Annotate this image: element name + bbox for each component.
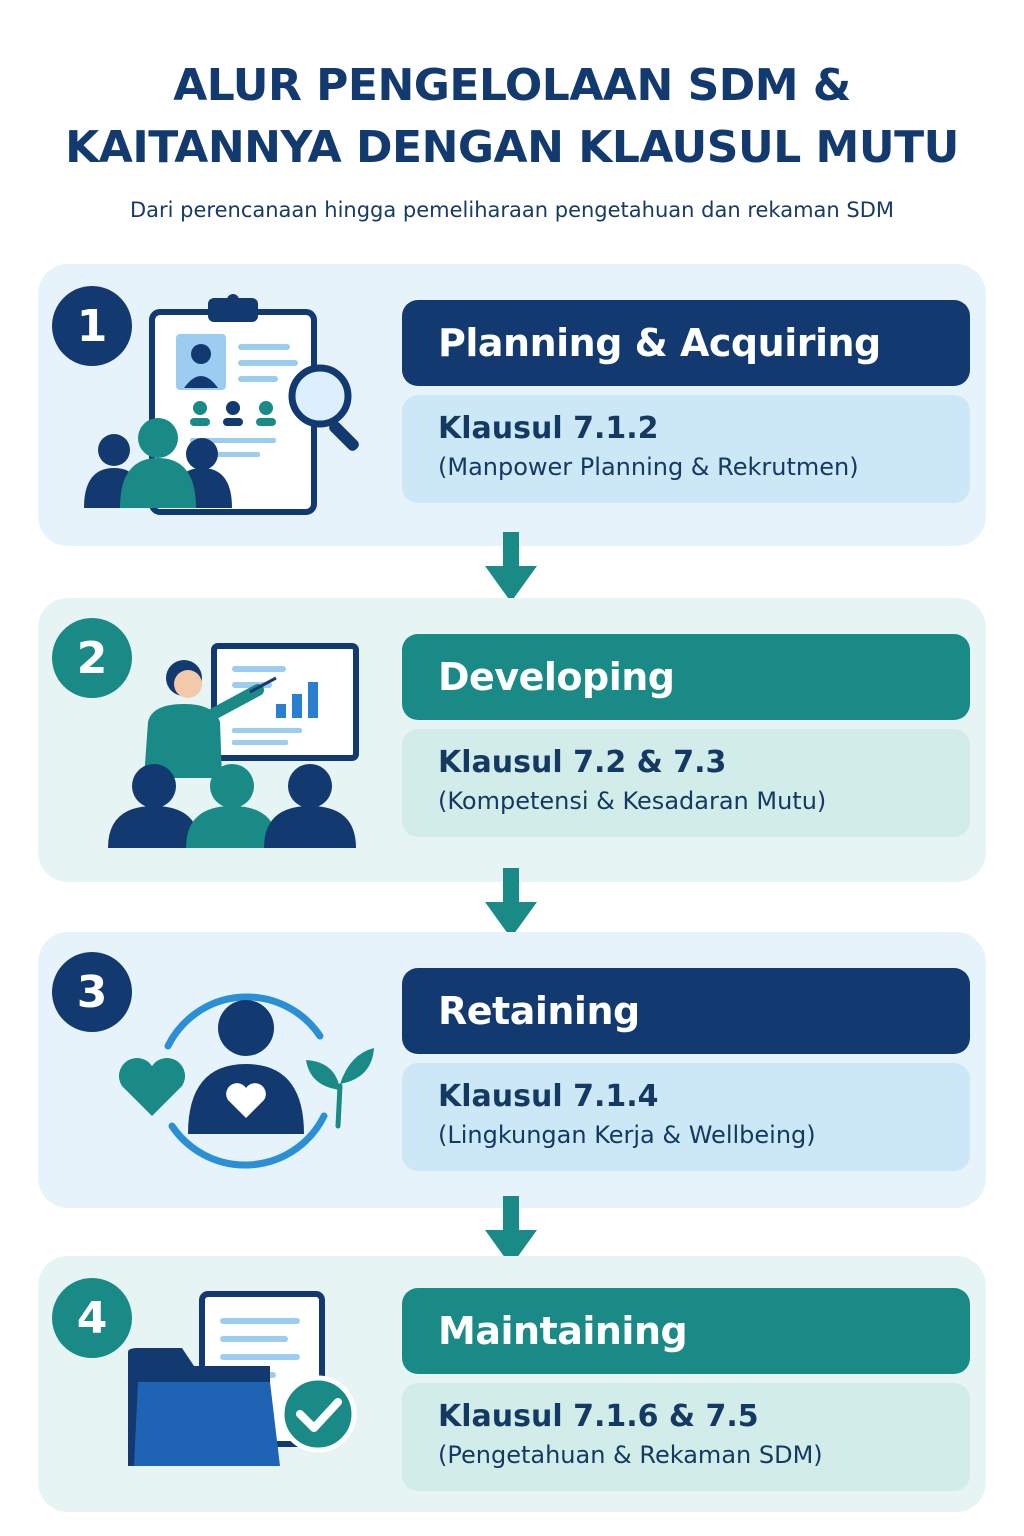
- step-detail-1: Klausul 7.1.2 (Manpower Planning & Rekru…: [402, 395, 970, 503]
- recruitment-clipboard-icon: [84, 294, 359, 515]
- step-detail-4: Klausul 7.1.6 & 7.5 (Pengetahuan & Rekam…: [402, 1383, 970, 1491]
- step-clause-3: Klausul 7.1.4: [438, 1079, 659, 1114]
- records-folder-icon: [128, 1291, 357, 1466]
- step-clause-2: Klausul 7.2 & 7.3: [438, 745, 727, 780]
- step-number-3: 3: [52, 952, 132, 1032]
- down-arrow-icon: [485, 868, 537, 938]
- step-clause-1: Klausul 7.1.2: [438, 411, 659, 446]
- step-detail-2: Klausul 7.2 & 7.3 (Kompetensi & Kesadara…: [402, 729, 970, 837]
- subtitle: Dari perencanaan hingga pemeliharaan pen…: [129, 198, 895, 222]
- step-description-1: (Manpower Planning & Rekrutmen): [438, 453, 859, 481]
- step-description-3: (Lingkungan Kerja & Wellbeing): [438, 1121, 816, 1149]
- step-detail-3: Klausul 7.1.4 (Lingkungan Kerja & Wellbe…: [402, 1063, 970, 1171]
- step-title-3: Retaining: [402, 968, 970, 1054]
- down-arrow-icon: [485, 532, 537, 602]
- training-presentation-icon: [108, 643, 359, 848]
- down-arrow-icon: [485, 1196, 537, 1266]
- step-number-1: 1: [52, 286, 132, 366]
- step-clause-4: Klausul 7.1.6 & 7.5: [438, 1399, 759, 1434]
- step-number-2: 2: [52, 618, 132, 698]
- step-title-4: Maintaining: [402, 1288, 970, 1374]
- title-line-2: KAITANNYA DENGAN KLAUSUL MUTU: [65, 122, 959, 173]
- step-number-4: 4: [52, 1278, 132, 1358]
- step-description-4: (Pengetahuan & Rekaman SDM): [438, 1441, 823, 1469]
- step-description-2: (Kompetensi & Kesadaran Mutu): [438, 787, 827, 815]
- step-title-2: Developing: [402, 634, 970, 720]
- wellbeing-person-icon: [118, 993, 374, 1169]
- title-line-1: ALUR PENGELOLAAN SDM &: [173, 60, 851, 111]
- step-title-1: Planning & Acquiring: [402, 300, 970, 386]
